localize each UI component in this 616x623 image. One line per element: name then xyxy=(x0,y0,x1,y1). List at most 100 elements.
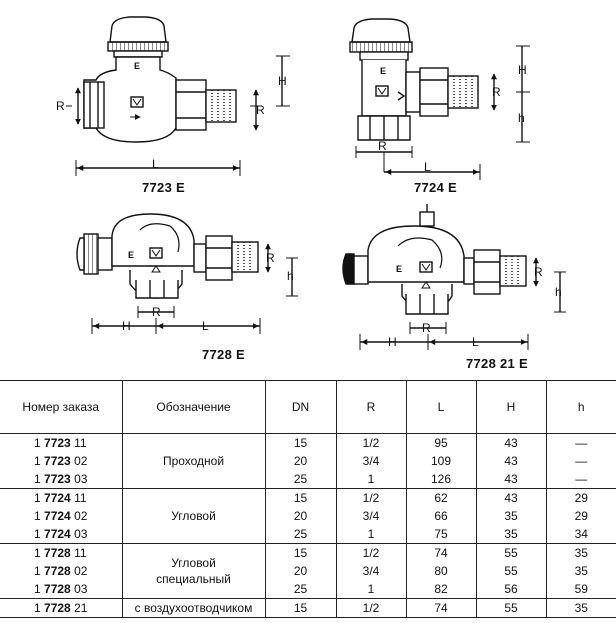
order-prefix: 1 xyxy=(34,509,41,523)
cell-hh: 56 xyxy=(476,580,547,599)
order-prefix: 1 xyxy=(34,454,41,468)
cell-hl: 34 xyxy=(574,527,588,541)
col-dn: DN xyxy=(265,380,337,434)
order-suffix: 11 xyxy=(74,546,87,560)
valve-7728-drawing: E R h H R L xyxy=(76,213,298,334)
cell-l: 80 xyxy=(406,562,477,580)
dim-h-small-label: h xyxy=(287,269,294,283)
order-code: 1 7724 03 xyxy=(0,525,123,544)
cell-dn: 25 xyxy=(265,525,337,544)
order-code: 1 7724 11 xyxy=(0,488,123,507)
order-code: 1 7728 02 xyxy=(0,562,123,580)
cell-hl: 35 xyxy=(546,543,616,562)
cell-hl: 35 xyxy=(574,564,588,578)
cell-hl: 59 xyxy=(574,582,588,596)
cell-r: 3/4 xyxy=(336,507,407,525)
dim-r-label: R xyxy=(256,103,265,117)
spec-table: Номер заказа Обозначение DN R L H h 1 77… xyxy=(0,380,616,618)
order-model: 7724 xyxy=(44,491,71,505)
designation-cell: Проходной xyxy=(122,433,266,489)
dim-l-label: L xyxy=(202,319,209,333)
cell-dn: 15 xyxy=(265,598,337,618)
cell-hh: 35 xyxy=(476,525,547,544)
dim-r-label: R xyxy=(266,251,275,265)
valve-772821-drawing: E R h H R L xyxy=(342,204,566,350)
order-suffix: 02 xyxy=(74,454,88,468)
cell-dn: 25 xyxy=(265,470,337,489)
cell-hh: 55 xyxy=(476,543,547,562)
order-suffix: 02 xyxy=(74,564,88,578)
order-code: 1 7723 11 xyxy=(0,433,123,452)
dim-l-label: L xyxy=(424,160,431,174)
order-suffix: 03 xyxy=(74,582,88,596)
order-model: 7724 xyxy=(44,527,71,541)
caption-772821: 7728 21 E xyxy=(466,356,528,371)
cell-r: 1/2 xyxy=(336,543,407,562)
order-code: 1 7723 03 xyxy=(0,470,123,489)
cell-r: 1/2 xyxy=(336,488,407,507)
order-model: 7728 xyxy=(44,582,71,596)
cell-hl: — xyxy=(575,472,588,486)
cell-dn: 20 xyxy=(265,507,337,525)
dim-h-label: H xyxy=(388,335,397,349)
cell-hh: 55 xyxy=(476,562,547,580)
order-prefix: 1 xyxy=(34,582,41,596)
cell-l: 74 xyxy=(406,598,477,618)
order-prefix: 1 xyxy=(34,546,41,560)
valve-drawings: E R R H L xyxy=(56,16,566,371)
cell-r: 1/2 xyxy=(336,598,407,618)
dim-h-label: H xyxy=(122,319,131,333)
order-model: 7724 xyxy=(44,509,71,523)
dim-l-label: L xyxy=(152,157,159,171)
order-suffix: 02 xyxy=(74,509,88,523)
order-prefix: 1 xyxy=(34,436,41,450)
col-h: h xyxy=(546,380,616,434)
cell-l: 109 xyxy=(406,452,477,470)
order-suffix: 21 xyxy=(74,601,88,615)
col-r: R xyxy=(336,380,407,434)
order-code: 1 7724 02 xyxy=(0,507,123,525)
caption-7724: 7724 E xyxy=(414,180,458,195)
valve-7724-drawing: E R H h R L xyxy=(349,18,530,180)
order-suffix: 03 xyxy=(74,472,88,486)
order-code: 1 7728 11 xyxy=(0,543,123,562)
e-mark: E xyxy=(134,61,140,71)
cell-hh: 43 xyxy=(476,488,547,507)
dim-r-label: R xyxy=(56,99,65,113)
designation-cell: Угловой специальный xyxy=(122,543,266,599)
cell-hl: 29 xyxy=(574,509,588,523)
dim-l-label: L xyxy=(472,335,479,349)
caption-7728: 7728 E xyxy=(202,347,246,362)
cell-hl: 29 xyxy=(546,488,616,507)
order-model: 7728 xyxy=(44,564,71,578)
cell-r: 1 xyxy=(336,525,407,544)
cell-r: 1 xyxy=(336,580,407,599)
order-prefix: 1 xyxy=(34,491,41,505)
dim-r-label: R xyxy=(534,265,543,279)
dim-h-small-label: h xyxy=(555,285,562,299)
col-designation: Обозначение xyxy=(122,380,266,434)
cell-l: 75 xyxy=(406,525,477,544)
order-code: 1 7723 02 xyxy=(0,452,123,470)
cell-r: 1 xyxy=(336,470,407,489)
cell-l: 82 xyxy=(406,580,477,599)
order-prefix: 1 xyxy=(34,564,41,578)
designation-cell: Угловой xyxy=(122,488,266,544)
order-model: 7728 xyxy=(44,546,71,560)
cell-hh: 35 xyxy=(476,507,547,525)
order-suffix: 11 xyxy=(74,491,87,505)
order-model: 7723 xyxy=(44,454,71,468)
order-model: 7723 xyxy=(44,472,71,486)
dim-r-label: R xyxy=(422,321,431,335)
cell-l: 95 xyxy=(406,433,477,452)
order-model: 7728 xyxy=(44,601,71,615)
caption-7723: 7723 E xyxy=(142,180,186,195)
cell-dn: 20 xyxy=(265,452,337,470)
